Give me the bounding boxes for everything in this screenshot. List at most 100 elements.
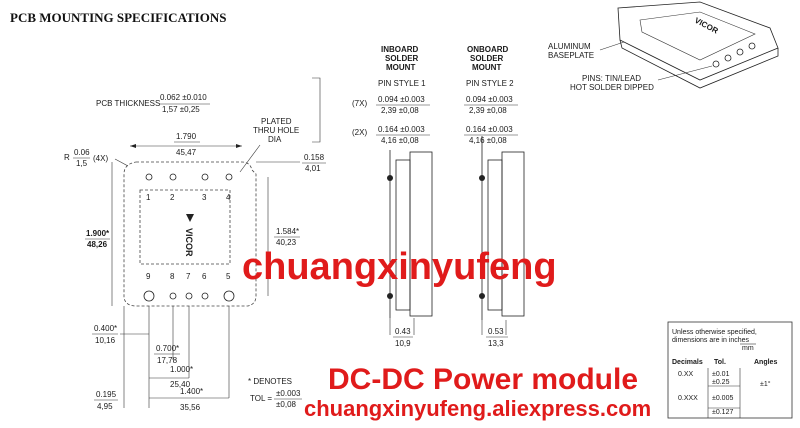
height-in: 1.900* [86, 229, 110, 238]
orientation-arrow-icon [186, 214, 194, 222]
arrow-icon [130, 144, 136, 148]
inboard-bot-mm: 10,9 [395, 339, 411, 348]
pitch-in: 1.584* [276, 227, 299, 236]
onboard-header-2: SOLDER [470, 54, 504, 63]
onboard-r2-in: 0.164 ±0.003 [466, 125, 513, 134]
tol-header: Tol. [714, 359, 726, 366]
pin-hole [223, 290, 235, 302]
baseplate-label-2: BASEPLATE [548, 51, 594, 60]
radius-mm: 1,5 [76, 159, 88, 168]
onboard-style: PIN STYLE 2 [466, 79, 514, 88]
product-pin [712, 60, 720, 68]
pcb-thickness-mm: 1,57 ±0,25 [162, 105, 200, 114]
pin-label: 5 [226, 272, 231, 281]
radius-qty: (4X) [93, 154, 108, 163]
tol-note-1: Unless otherwise specified, [672, 329, 757, 336]
product-pin [748, 42, 756, 50]
d195-in: 0.195 [96, 390, 117, 399]
plated-line-2: THRU HOLE [253, 126, 299, 135]
pin-hole [185, 292, 193, 300]
tol-label: TOL = [250, 394, 272, 403]
pin-label: 4 [226, 193, 231, 202]
qty-bracket [312, 77, 321, 143]
baseplate-label-1: ALUMINUM [548, 42, 591, 51]
pin-label: 7 [186, 272, 191, 281]
radius-prefix: R [64, 153, 70, 162]
inboard-r7-in: 0.094 ±0.003 [378, 95, 425, 104]
inboard-pin-joint [387, 175, 393, 181]
plated-line-1: PLATED [261, 117, 292, 126]
pins-label-2: HOT SOLDER DIPPED [570, 83, 654, 92]
pin-hole [169, 173, 177, 181]
pins-label-1: PINS: TIN/LEAD [582, 74, 641, 83]
tol-note-2: dimensions are in inches [672, 337, 750, 344]
inboard-style: PIN STYLE 1 [378, 79, 426, 88]
d700-mm: 17,78 [157, 356, 178, 365]
pin-label: 6 [202, 272, 207, 281]
denotes-note: * DENOTES [248, 377, 292, 386]
pin-hole [145, 173, 153, 181]
onboard-header-3: MOUNT [472, 63, 501, 72]
tol-cell: ±0.127 [712, 409, 733, 416]
pin-hole [169, 292, 177, 300]
pin-label: 9 [146, 272, 151, 281]
tol-mm: ±0,08 [276, 400, 297, 409]
product-pin [736, 48, 744, 56]
onboard-baseplate [501, 151, 525, 317]
radius-leader [114, 158, 129, 167]
inboard-header-1: INBOARD [381, 45, 419, 54]
inboard-header-3: MOUNT [386, 63, 415, 72]
inboard-bot-in: 0.43 [395, 327, 411, 336]
inboard-header-2: SOLDER [385, 54, 419, 63]
pcb-outline [123, 161, 257, 307]
brand-logo: VICOR [184, 228, 194, 257]
d700-in: 0.700* [156, 344, 179, 353]
qty-2x: (2X) [352, 128, 367, 137]
height-mm: 48,26 [87, 240, 108, 249]
tol-header: Decimals [672, 359, 703, 366]
onboard-r2-mm: 4,16 ±0,08 [469, 136, 507, 145]
radius-in: 0.06 [74, 148, 90, 157]
pins-leader [657, 65, 713, 81]
pin-hole [225, 173, 233, 181]
inboard-baseplate [409, 151, 433, 317]
d400-in: 0.400* [94, 324, 117, 333]
tolerance-table [667, 321, 793, 419]
edge-offset-mm: 4,01 [305, 164, 321, 173]
tol-cell: ±1° [760, 380, 771, 388]
pin-hole [201, 173, 209, 181]
onboard-header-1: ONBOARD [467, 45, 509, 54]
arrow-icon [236, 144, 242, 148]
pin-hole [143, 290, 155, 302]
d400-mm: 10,16 [95, 336, 116, 345]
onboard-pin-joint [479, 293, 485, 299]
onboard-r7-mm: 2,39 ±0,08 [469, 106, 507, 115]
tol-header: Angles [754, 359, 777, 366]
tol-cell: ±0.25 [712, 379, 730, 386]
plated-line-3: DIA [268, 135, 282, 144]
inboard-r2-in: 0.164 ±0.003 [378, 125, 425, 134]
qty-7x: (7X) [352, 99, 367, 108]
d1000-in: 1.000* [170, 365, 193, 374]
width-mm: 45,47 [176, 148, 197, 157]
baseplate-leader [599, 41, 625, 51]
module-footprint [139, 189, 231, 265]
watermark-brand: chuangxinyufeng [242, 246, 557, 288]
pin-label: 8 [170, 272, 175, 281]
pin-label: 1 [146, 193, 151, 202]
tol-cell: ±0.01 [712, 371, 730, 378]
product-sketch-outline [617, 1, 779, 81]
tol-in: ±0.003 [276, 389, 301, 398]
tol-cell: ±0.005 [712, 395, 733, 402]
pitch-mm: 40,23 [276, 238, 297, 247]
plated-leader [239, 144, 261, 173]
page-title: PCB MOUNTING SPECIFICATIONS [10, 10, 226, 25]
product-pin [724, 54, 732, 62]
onboard-bot-in: 0.53 [488, 327, 504, 336]
tol-unit: mm [742, 345, 754, 352]
onboard-r7-in: 0.094 ±0.003 [466, 95, 513, 104]
onboard-pin-joint [479, 175, 485, 181]
product-brand: VICOR [693, 16, 720, 36]
pin-label: 2 [170, 193, 175, 202]
